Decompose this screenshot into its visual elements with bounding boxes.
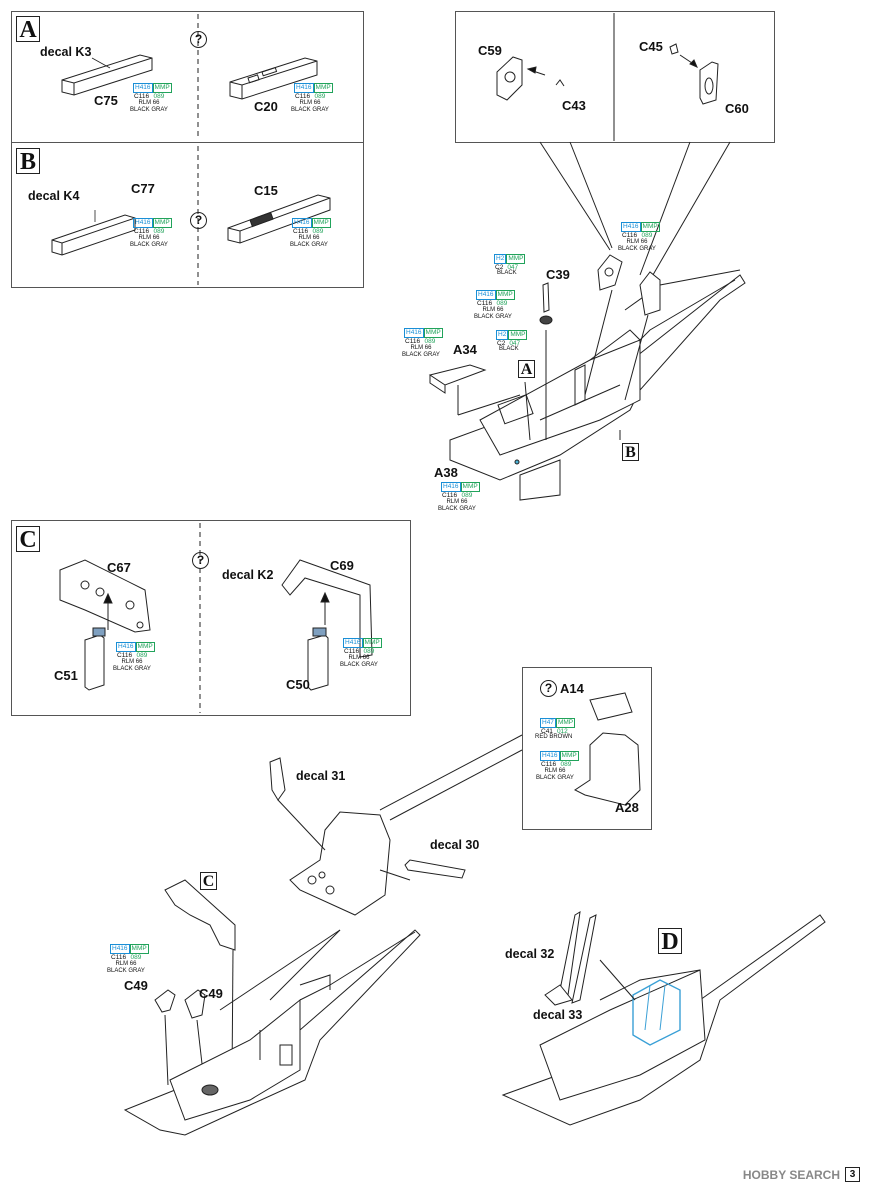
- label-decal-30: decal 30: [430, 838, 480, 852]
- seat-detail-frame: [522, 667, 652, 830]
- step-c-ref-tag: C: [200, 872, 217, 890]
- page-number: 3: [845, 1167, 860, 1182]
- optional-icon-b: ?: [190, 212, 207, 229]
- label-a34: A34: [453, 342, 477, 357]
- paint-name-a14: RED BROWN: [535, 734, 573, 740]
- step-b-ref-tag: B: [622, 443, 639, 461]
- label-decal-k2: decal K2: [222, 568, 274, 582]
- step-a-ref-tag: A: [518, 360, 535, 378]
- label-decal-31: decal 31: [296, 769, 346, 783]
- label-c45: C45: [639, 39, 663, 54]
- paint-code-h: H416: [133, 83, 153, 93]
- label-c69: C69: [330, 558, 354, 573]
- paint-name-c39-black-top: BLACK: [497, 270, 517, 276]
- label-a28: A28: [615, 800, 639, 815]
- paint-name-c39-black-bottom: BLACK: [499, 346, 519, 352]
- label-decal-k4: decal K4: [28, 189, 80, 203]
- label-c49-left: C49: [124, 978, 148, 993]
- optional-icon-a: ?: [190, 31, 207, 48]
- paint-code-n: 089: [153, 93, 165, 100]
- step-a-tag: A: [16, 16, 40, 43]
- watermark-logo: HOBBY SEARCH: [742, 1168, 840, 1182]
- label-c75: C75: [94, 93, 118, 108]
- label-decal-33: decal 33: [533, 1008, 583, 1022]
- label-decal-32: decal 32: [505, 947, 555, 961]
- step-c-tag: C: [16, 526, 40, 553]
- label-a14: A14: [560, 681, 584, 696]
- label-c49-right: C49: [199, 986, 223, 1001]
- label-c39: C39: [546, 267, 570, 282]
- label-c51: C51: [54, 668, 78, 683]
- label-decal-k3: decal K3: [40, 45, 92, 59]
- paint-code-mmp: MMP: [152, 83, 172, 93]
- label-c20: C20: [254, 99, 278, 114]
- label-c43: C43: [562, 98, 586, 113]
- optional-icon-c: ?: [192, 552, 209, 569]
- label-c67: C67: [107, 560, 131, 575]
- step-b-frame: [11, 142, 364, 288]
- step-d-tag: D: [658, 928, 682, 955]
- label-a38: A38: [434, 465, 458, 480]
- top-right-detail-frame: [455, 11, 775, 143]
- step-c-frame: [11, 520, 411, 716]
- paint-code-c: C116: [134, 93, 150, 100]
- label-c60: C60: [725, 101, 749, 116]
- label-c15: C15: [254, 183, 278, 198]
- label-c59: C59: [478, 43, 502, 58]
- label-c77: C77: [131, 181, 155, 196]
- step-b-tag: B: [16, 148, 40, 175]
- optional-icon-seat: ?: [540, 680, 557, 697]
- label-c50: C50: [286, 677, 310, 692]
